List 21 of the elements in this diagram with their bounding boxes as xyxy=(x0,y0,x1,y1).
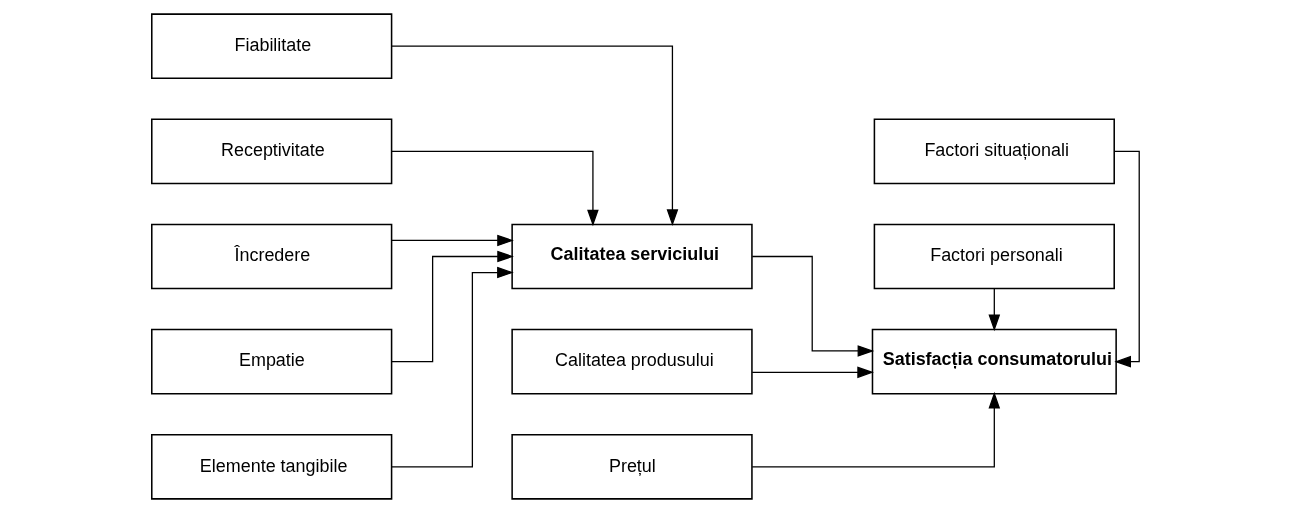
node-box: Încredere xyxy=(150,223,392,289)
node-box: Elemente tangibile xyxy=(150,433,392,500)
arrow xyxy=(751,391,1000,467)
node-box: Calitatea produsului xyxy=(510,328,753,394)
arrow xyxy=(987,287,1000,331)
arrow xyxy=(751,255,874,357)
arrow xyxy=(1113,150,1140,367)
arrow xyxy=(390,250,514,362)
node-box: Factori situaționali xyxy=(873,118,1115,184)
arrow xyxy=(390,266,514,467)
node-box: Fiabilitate xyxy=(150,12,392,79)
arrow xyxy=(390,234,514,246)
arrow xyxy=(390,150,599,226)
node-box: Satisfacția consumatorului xyxy=(871,328,1117,394)
arrow xyxy=(751,366,874,378)
node-box: Calitatea serviciului xyxy=(510,223,753,289)
node-box: Empatie xyxy=(150,328,392,394)
node-box: Prețul xyxy=(510,433,753,500)
node-box: Receptivitate xyxy=(150,118,392,184)
node-box: Factori personali xyxy=(873,223,1115,289)
arrow xyxy=(390,45,678,226)
